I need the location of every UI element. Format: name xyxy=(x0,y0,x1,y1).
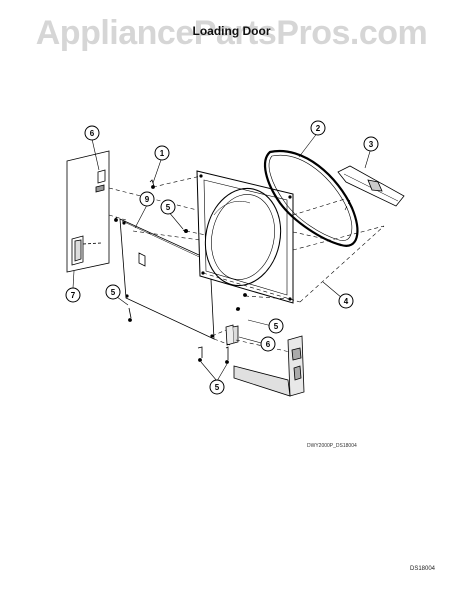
svg-text:4: 4 xyxy=(344,297,349,306)
svg-text:5: 5 xyxy=(274,322,279,331)
callout-2: 2 xyxy=(310,120,326,136)
svg-text:5: 5 xyxy=(215,383,220,392)
sheet-code: DS18004 xyxy=(410,566,436,572)
svg-text:2: 2 xyxy=(316,124,321,133)
reference-code: DWY2000P_DS18004 xyxy=(307,443,357,449)
svg-text:3: 3 xyxy=(369,140,374,149)
callout-5a: 5 xyxy=(160,199,176,215)
door-gasket xyxy=(263,149,359,247)
door-catch xyxy=(233,335,305,397)
callout-9: 9 xyxy=(139,191,155,207)
svg-text:7: 7 xyxy=(71,291,76,300)
svg-text:6: 6 xyxy=(90,129,95,138)
inner-door-frame xyxy=(196,170,294,304)
svg-text:6: 6 xyxy=(266,340,271,349)
callout-5b: 5 xyxy=(105,284,121,300)
lint-screen xyxy=(337,165,405,207)
callout-7: 7 xyxy=(65,287,81,303)
callout-1: 1 xyxy=(154,145,170,161)
callout-5d: 5 xyxy=(209,379,225,395)
diagram-title: Loading Door xyxy=(192,24,271,38)
callout-6b: 6 xyxy=(260,336,276,352)
svg-text:5: 5 xyxy=(166,203,171,212)
door-handle-panel xyxy=(66,150,110,273)
svg-text:9: 9 xyxy=(145,195,150,204)
svg-text:5: 5 xyxy=(111,288,116,297)
hinge-bracket xyxy=(197,307,241,364)
svg-text:1: 1 xyxy=(160,149,165,158)
callout-5c: 5 xyxy=(268,318,284,334)
watermark: AppliancePartsPros.com xyxy=(35,14,428,52)
callout-6a: 6 xyxy=(84,125,100,141)
callout-4: 4 xyxy=(338,293,354,309)
callout-3: 3 xyxy=(363,136,379,152)
